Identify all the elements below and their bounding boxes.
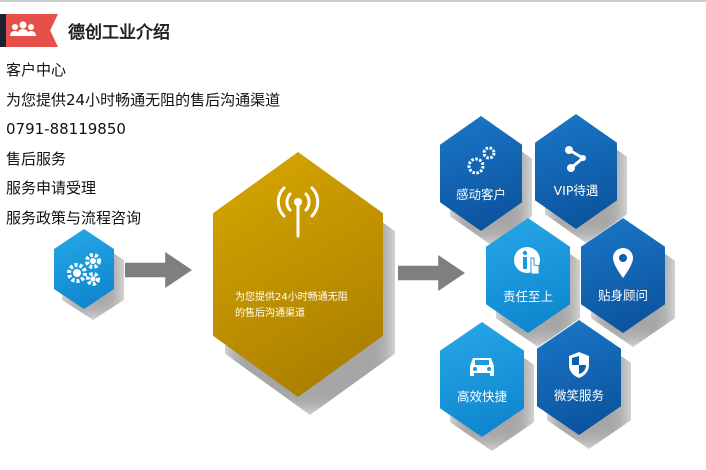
page-title: 德创工业介绍 bbox=[68, 23, 170, 43]
info-line: 售后服务 bbox=[6, 149, 67, 168]
tile-label: 感动客户 bbox=[455, 187, 506, 202]
top-divider bbox=[0, 0, 706, 2]
center-text: 为您提供24小时畅通无阻 bbox=[235, 292, 348, 303]
gears-icon bbox=[467, 146, 496, 175]
tile-label: 高效快捷 bbox=[456, 389, 507, 404]
info-list: 客户中心 为您提供24小时畅通无阻的售后沟通渠道 0791-88119850 售… bbox=[6, 56, 280, 233]
info-line: 为您提供24小时畅通无阻的售后沟通渠道 bbox=[6, 90, 281, 109]
phone-number: 0791-88119850 bbox=[6, 120, 126, 138]
tile-label: 微笑服务 bbox=[553, 388, 604, 403]
info-touch-icon bbox=[514, 247, 540, 275]
gears-icon bbox=[67, 253, 101, 286]
center-text: 的售后沟通渠道 bbox=[235, 308, 305, 319]
share-icon bbox=[565, 146, 586, 172]
info-line: 服务政策与流程咨询 bbox=[6, 208, 142, 227]
tile-label: 贴身顾问 bbox=[597, 288, 648, 303]
users-icon bbox=[10, 21, 36, 36]
info-line: 服务申请受理 bbox=[6, 179, 97, 197]
map-pin-icon bbox=[613, 248, 633, 278]
info-line: 客户中心 bbox=[6, 61, 67, 79]
tile-label: 责任至上 bbox=[502, 289, 553, 304]
car-icon bbox=[470, 358, 494, 376]
header-accent bbox=[0, 14, 6, 47]
tile-label: VIP待遇 bbox=[553, 183, 599, 198]
header-badge bbox=[6, 14, 58, 47]
arrow-right-icon bbox=[125, 252, 192, 288]
tile-vip[interactable]: VIP待遇 bbox=[535, 114, 617, 229]
broadcast-icon bbox=[276, 186, 320, 238]
arrow-right-icon bbox=[398, 255, 465, 291]
shield-icon bbox=[569, 352, 589, 378]
